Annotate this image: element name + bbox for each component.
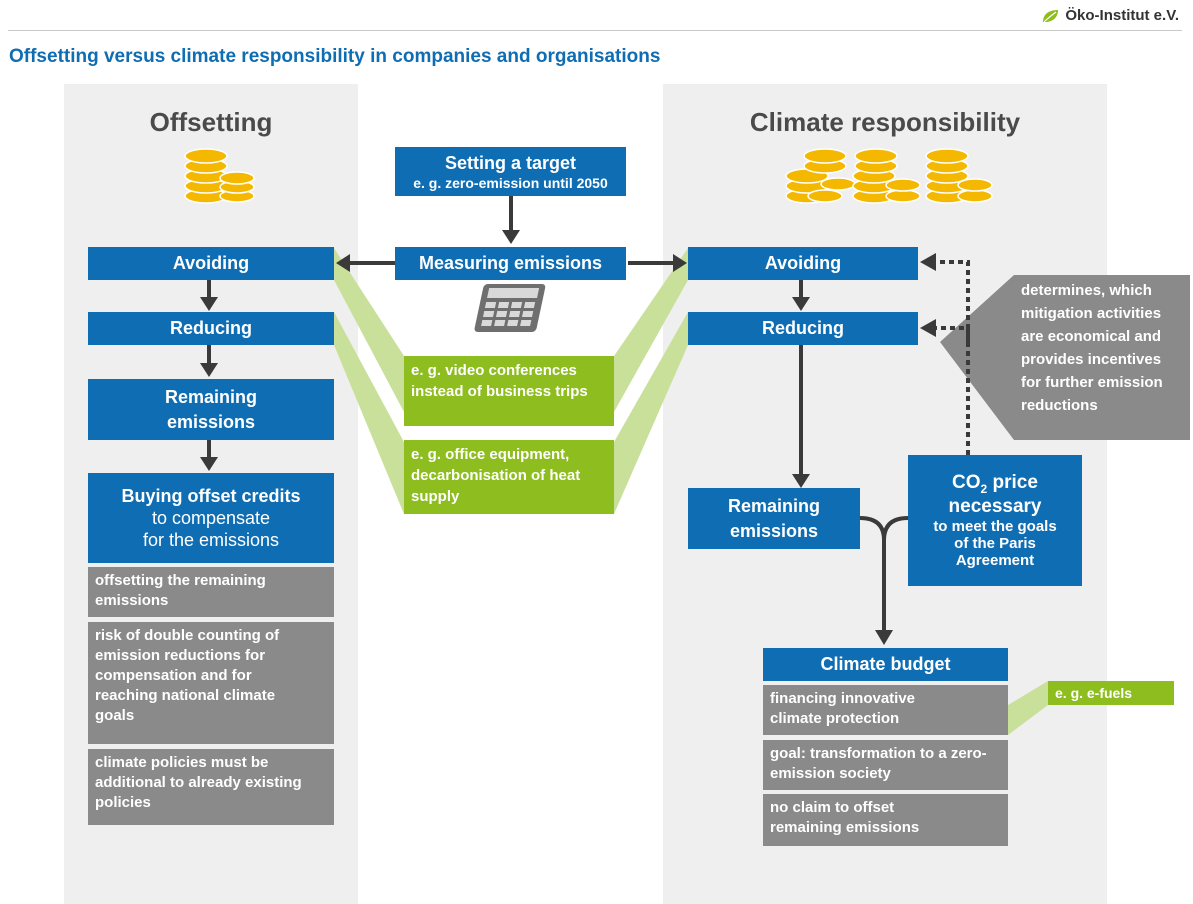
setting-target-box: Setting a target e. g. zero-emission unt… (395, 147, 626, 196)
buying-offset-line2: to compensate (151, 507, 271, 528)
budget-note-2: goal: transformation to a zero-emission … (763, 740, 1008, 790)
co2-price-box: CO2 price necessary to meet the goals of… (908, 455, 1082, 586)
budget-note-1: financing innovative climate protection (763, 685, 1008, 735)
funnel-reduce-left (334, 312, 404, 514)
left-remaining-line2: emissions (166, 411, 256, 432)
measuring-emissions-box: Measuring emissions (395, 247, 626, 280)
coin-stack-icon (852, 148, 921, 204)
budget-note-3: no claim to offset remaining emissions (763, 794, 1008, 846)
determines-note: determines, which mitigation activities … (1014, 275, 1190, 440)
setting-target-label: Setting a target (444, 152, 577, 173)
page-title: Offsetting versus climate responsibility… (9, 46, 661, 67)
calculator-icon (474, 284, 546, 332)
right-reducing-box: Reducing (688, 312, 918, 345)
coin-stack-icon (184, 148, 255, 204)
right-remaining-line2: emissions (729, 520, 819, 541)
efuels-example: e. g. e-fuels (1048, 681, 1174, 705)
co2-detail-1: to meet the goals (933, 517, 1057, 535)
funnel-avoid-right (614, 248, 688, 412)
offset-note-2: risk of double counting of emission redu… (88, 622, 334, 744)
co2-detail-2: of the Paris (954, 534, 1036, 552)
climate-budget-box: Climate budget (763, 648, 1008, 681)
funnel-efuels (1008, 681, 1048, 735)
co2-price-line1: CO2 price (952, 472, 1038, 496)
right-remaining-line1: Remaining (727, 495, 820, 516)
right-avoiding-box: Avoiding (688, 247, 918, 280)
buying-offset-box: Buying offset credits to compensate for … (88, 473, 334, 563)
top-divider (8, 30, 1182, 31)
offset-note-3: climate policies must be additional to a… (88, 749, 334, 825)
climate-responsibility-heading: Climate responsibility (749, 107, 1021, 137)
co2-price-line2: necessary (948, 495, 1042, 517)
coin-stack-icon (925, 148, 993, 204)
left-avoiding-box: Avoiding (88, 247, 334, 280)
left-remaining-box: Remaining emissions (88, 379, 334, 440)
buying-offset-line3: for the emissions (142, 529, 280, 550)
left-reducing-box: Reducing (88, 312, 334, 345)
offset-note-1: offsetting the remaining emissions (88, 567, 334, 617)
example-video-conferences: e. g. video conferences instead of busin… (404, 356, 614, 426)
right-remaining-box: Remaining emissions (688, 488, 860, 549)
co2-detail-3: Agreement (955, 551, 1035, 569)
funnel-avoid-left (334, 248, 404, 412)
coin-stack-icon (785, 148, 856, 204)
logo: Öko-Institut e.V. (1041, 7, 1179, 24)
setting-target-sub: e. g. zero-emission until 2050 (413, 174, 608, 191)
logo-text: Öko-Institut e.V. (1065, 7, 1179, 24)
example-office-equipment: e. g. office equipment, decarbonisation … (404, 440, 614, 514)
buying-offset-title: Buying offset credits (121, 485, 301, 506)
funnel-reduce-right (614, 312, 688, 514)
leaf-icon (1043, 9, 1059, 22)
gray-pointer (940, 275, 1014, 440)
left-remaining-line1: Remaining (164, 386, 257, 407)
offsetting-heading: Offsetting (149, 107, 273, 137)
